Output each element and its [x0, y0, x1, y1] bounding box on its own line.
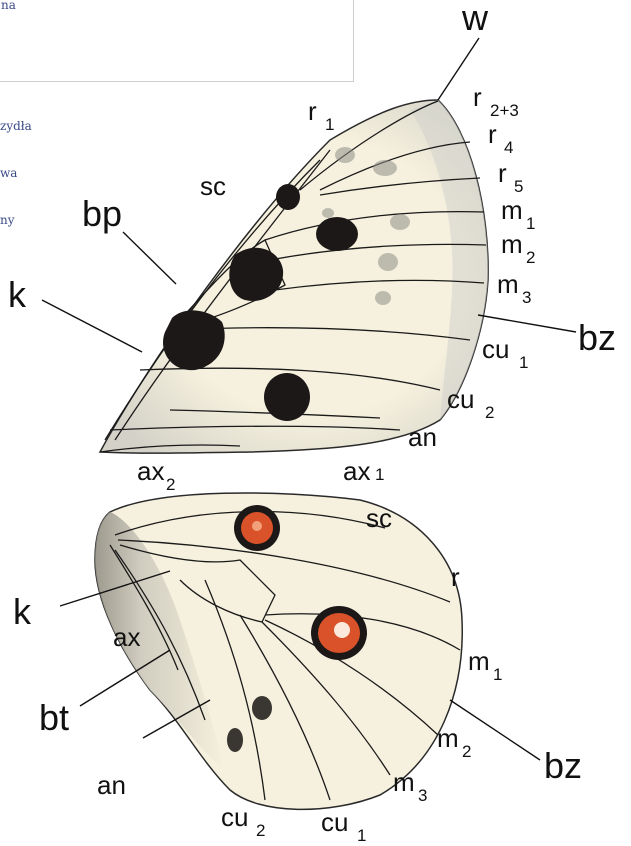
leader-bp: [123, 232, 176, 284]
label-ax2-sub: 2: [166, 475, 175, 494]
leader-k-fore: [42, 300, 142, 352]
label-m1-fore-sub: 1: [526, 214, 535, 233]
label-m2-fore-sub: 2: [526, 248, 535, 267]
label-r1-sub: 1: [325, 115, 334, 134]
spot-hind-1: [252, 696, 272, 720]
grey-spot-3: [390, 214, 410, 230]
label-cu2-fore-sub: 2: [485, 403, 494, 422]
label-r-hind: r: [451, 562, 460, 592]
spot-lower-fore: [264, 373, 310, 421]
label-r4: r: [488, 119, 497, 149]
grey-spot-2: [373, 160, 397, 176]
label-k-hind: k: [13, 591, 32, 632]
label-cu1-fore: cu: [482, 334, 509, 364]
label-m3-fore-sub: 3: [522, 288, 531, 307]
label-m3-fore: m: [497, 269, 519, 299]
label-w: w: [461, 0, 489, 38]
label-r1: r: [308, 96, 317, 126]
grey-spot-6: [322, 208, 334, 218]
label-sc-hind: sc: [366, 503, 392, 533]
label-cu1-fore-sub: 1: [519, 353, 528, 372]
label-an-fore: an: [408, 422, 437, 452]
spot-discal-fore: [316, 217, 358, 251]
label-ax-hind: ax: [113, 622, 140, 652]
label-m2-hind-sub: 2: [462, 742, 471, 761]
spot-apical-fore: [276, 184, 300, 210]
label-m1-hind: m: [468, 646, 490, 676]
label-r23: r: [473, 82, 482, 112]
label-r4-sub: 4: [504, 138, 513, 157]
label-ax2: ax: [137, 456, 164, 486]
grey-spot-5: [375, 291, 391, 305]
grey-spot-4: [378, 253, 398, 271]
label-bz-hind: bz: [544, 745, 582, 786]
label-cu2-fore: cu: [447, 384, 474, 414]
grey-spot-1: [335, 147, 355, 163]
label-r5-sub: 5: [514, 177, 523, 196]
label-m1-hind-sub: 1: [493, 665, 502, 684]
eyespot-upper-center: [252, 521, 262, 531]
label-bt: bt: [39, 697, 69, 738]
label-bz-fore: bz: [578, 317, 616, 358]
label-cu1-hind-sub: 1: [357, 826, 366, 845]
label-cu1-hind: cu: [321, 807, 348, 837]
label-m3-hind: m: [393, 767, 415, 797]
label-bp: bp: [82, 193, 122, 234]
leader-bz-fore: [478, 315, 576, 332]
label-m1-fore: m: [501, 195, 523, 225]
label-ax1-sub: 1: [375, 465, 384, 484]
label-cu2-hind: cu: [221, 802, 248, 832]
eyespot-lower-center: [334, 622, 350, 638]
label-an-hind: an: [97, 770, 126, 800]
label-k-fore: k: [8, 274, 27, 315]
hindwing-eyespot-upper: [234, 505, 280, 551]
hindwing-eyespot-lower: [311, 606, 367, 660]
label-m2-hind: m: [437, 723, 459, 753]
label-r23-sub: 2+3: [490, 101, 519, 120]
label-m3-hind-sub: 3: [418, 786, 427, 805]
hindwing: [95, 493, 462, 809]
label-cu2-hind-sub: 2: [256, 821, 265, 840]
spot-hind-2: [227, 728, 243, 752]
label-m2-fore: m: [501, 229, 523, 259]
label-r5: r: [498, 158, 507, 188]
label-ax1: ax: [343, 456, 370, 486]
forewing: [100, 100, 488, 453]
label-sc-fore: sc: [200, 171, 226, 201]
